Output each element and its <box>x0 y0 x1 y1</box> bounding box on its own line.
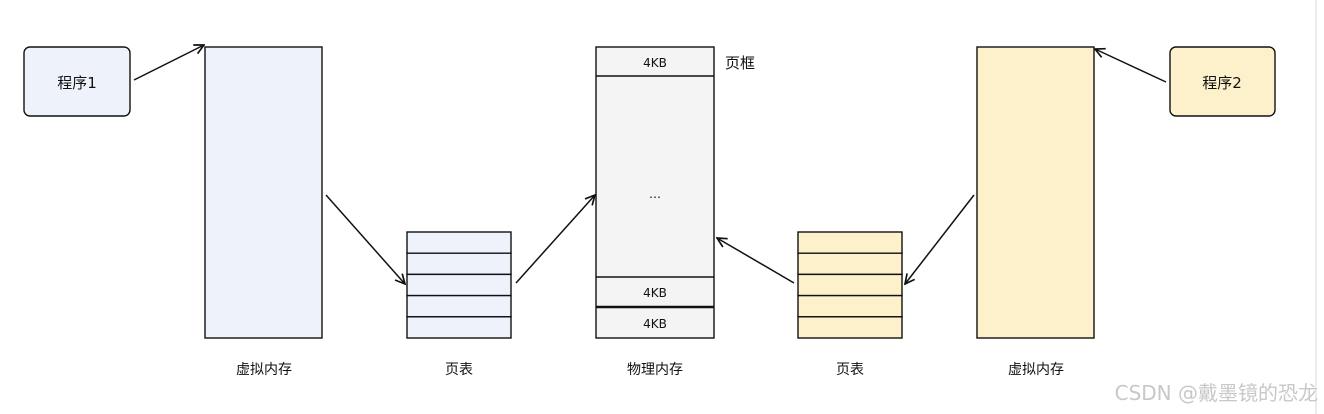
arrow-program1-to-vm <box>133 45 204 81</box>
page-table-left <box>406 231 512 339</box>
top-frame-label: 4KB <box>643 56 667 70</box>
virtual-memory-left-label: 虚拟内存 <box>236 362 292 378</box>
page-table-left-row <box>406 316 512 339</box>
watermark: CSDN @戴墨镜的恐龙 <box>1115 381 1318 405</box>
arrow-vm-to-pagetable-right <box>905 194 975 284</box>
physical-memory-label: 物理内存 <box>627 362 683 378</box>
arrow-pagetable-right-to-physical <box>717 238 795 284</box>
page-table-right-label: 页表 <box>836 362 864 378</box>
page-table-right-row <box>797 231 903 254</box>
program-1-box: 程序1 <box>23 46 131 117</box>
page-table-right-row <box>797 252 903 276</box>
page-table-right-row <box>797 273 903 297</box>
page-table-left-row <box>406 294 512 318</box>
ellipsis-label: … <box>649 187 661 201</box>
page-table-right-row <box>797 294 903 318</box>
page-table-right-row <box>797 316 903 339</box>
page-table-left-label: 页表 <box>445 362 473 378</box>
frame-label: 页框 <box>725 54 755 72</box>
virtual-memory-right-label: 虚拟内存 <box>1008 362 1064 378</box>
page-table-left-row <box>406 252 512 276</box>
page-table-right <box>797 231 903 339</box>
virtual-memory-left <box>204 46 323 339</box>
page-table-left-row <box>406 273 512 297</box>
bottom-frame-1-label: 4KB <box>643 286 667 300</box>
arrow-program2-to-vm <box>1095 49 1167 83</box>
arrow-pagetable-left-to-physical <box>515 195 595 284</box>
bottom-frame-2-label: 4KB <box>643 317 667 331</box>
virtual-memory-right <box>976 46 1095 339</box>
program-2-label: 程序2 <box>1202 74 1242 92</box>
physical-memory: 4KB … 4KB 4KB <box>595 46 715 339</box>
program-1-label: 程序1 <box>57 74 97 92</box>
arrow-vm-to-pagetable-left <box>325 194 405 284</box>
page-table-left-row <box>406 231 512 254</box>
program-2-box: 程序2 <box>1169 46 1276 117</box>
